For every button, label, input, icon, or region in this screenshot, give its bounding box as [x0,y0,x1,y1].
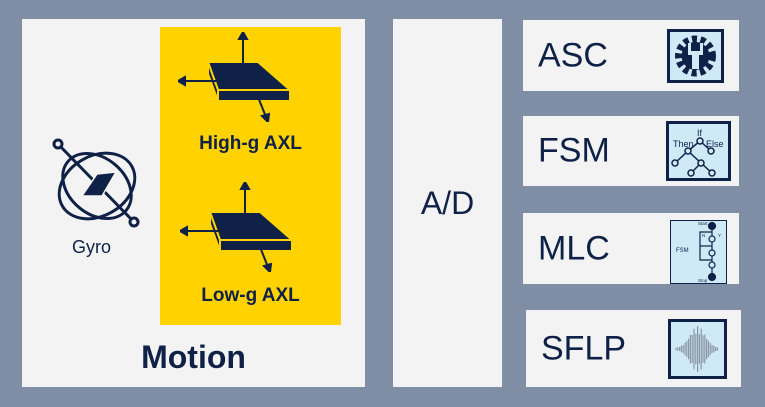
asc-block: ASC [523,20,739,91]
low-g-axl-label: Low-g AXL [201,285,300,306]
ad-converter-panel: A/D [393,19,502,387]
stop-text: Stop [698,278,708,283]
decision-tree-icon: If Then Else [666,121,731,181]
sflp-block: SFLP [526,310,741,387]
fsm-text: FSM [676,248,689,254]
asc-label: ASC [538,36,608,74]
sflp-label: SFLP [541,329,627,367]
y-text: Y [718,233,721,238]
waveform-icon [668,319,727,379]
gear-wrench-icon [667,29,724,83]
mlc-label: MLC [538,229,610,267]
low-g-accelerometer-icon [180,182,295,272]
flowchart-icon: Start N Y FSM Stop [670,220,727,284]
start-text: Start [698,221,708,226]
motion-panel: Gyro High-g AXL Low-g AXL Mo [22,19,365,387]
fsm-block: FSM If Then Else [523,116,739,186]
gyro-icon [52,138,140,228]
if-text: If [697,128,703,138]
ad-label: A/D [420,185,475,221]
gyro-label: Gyro [72,237,112,257]
high-g-accelerometer-icon [178,32,293,122]
fsm-label: FSM [538,131,610,170]
motion-title: Motion [141,339,246,375]
then-text: Then [673,139,694,149]
high-g-axl-label: High-g AXL [199,133,302,154]
accelerometer-group: High-g AXL Low-g AXL [160,27,341,325]
n-text: N [702,233,705,238]
mlc-block: MLC Start N Y FSM Stop [523,213,739,284]
else-text: Else [706,139,724,149]
